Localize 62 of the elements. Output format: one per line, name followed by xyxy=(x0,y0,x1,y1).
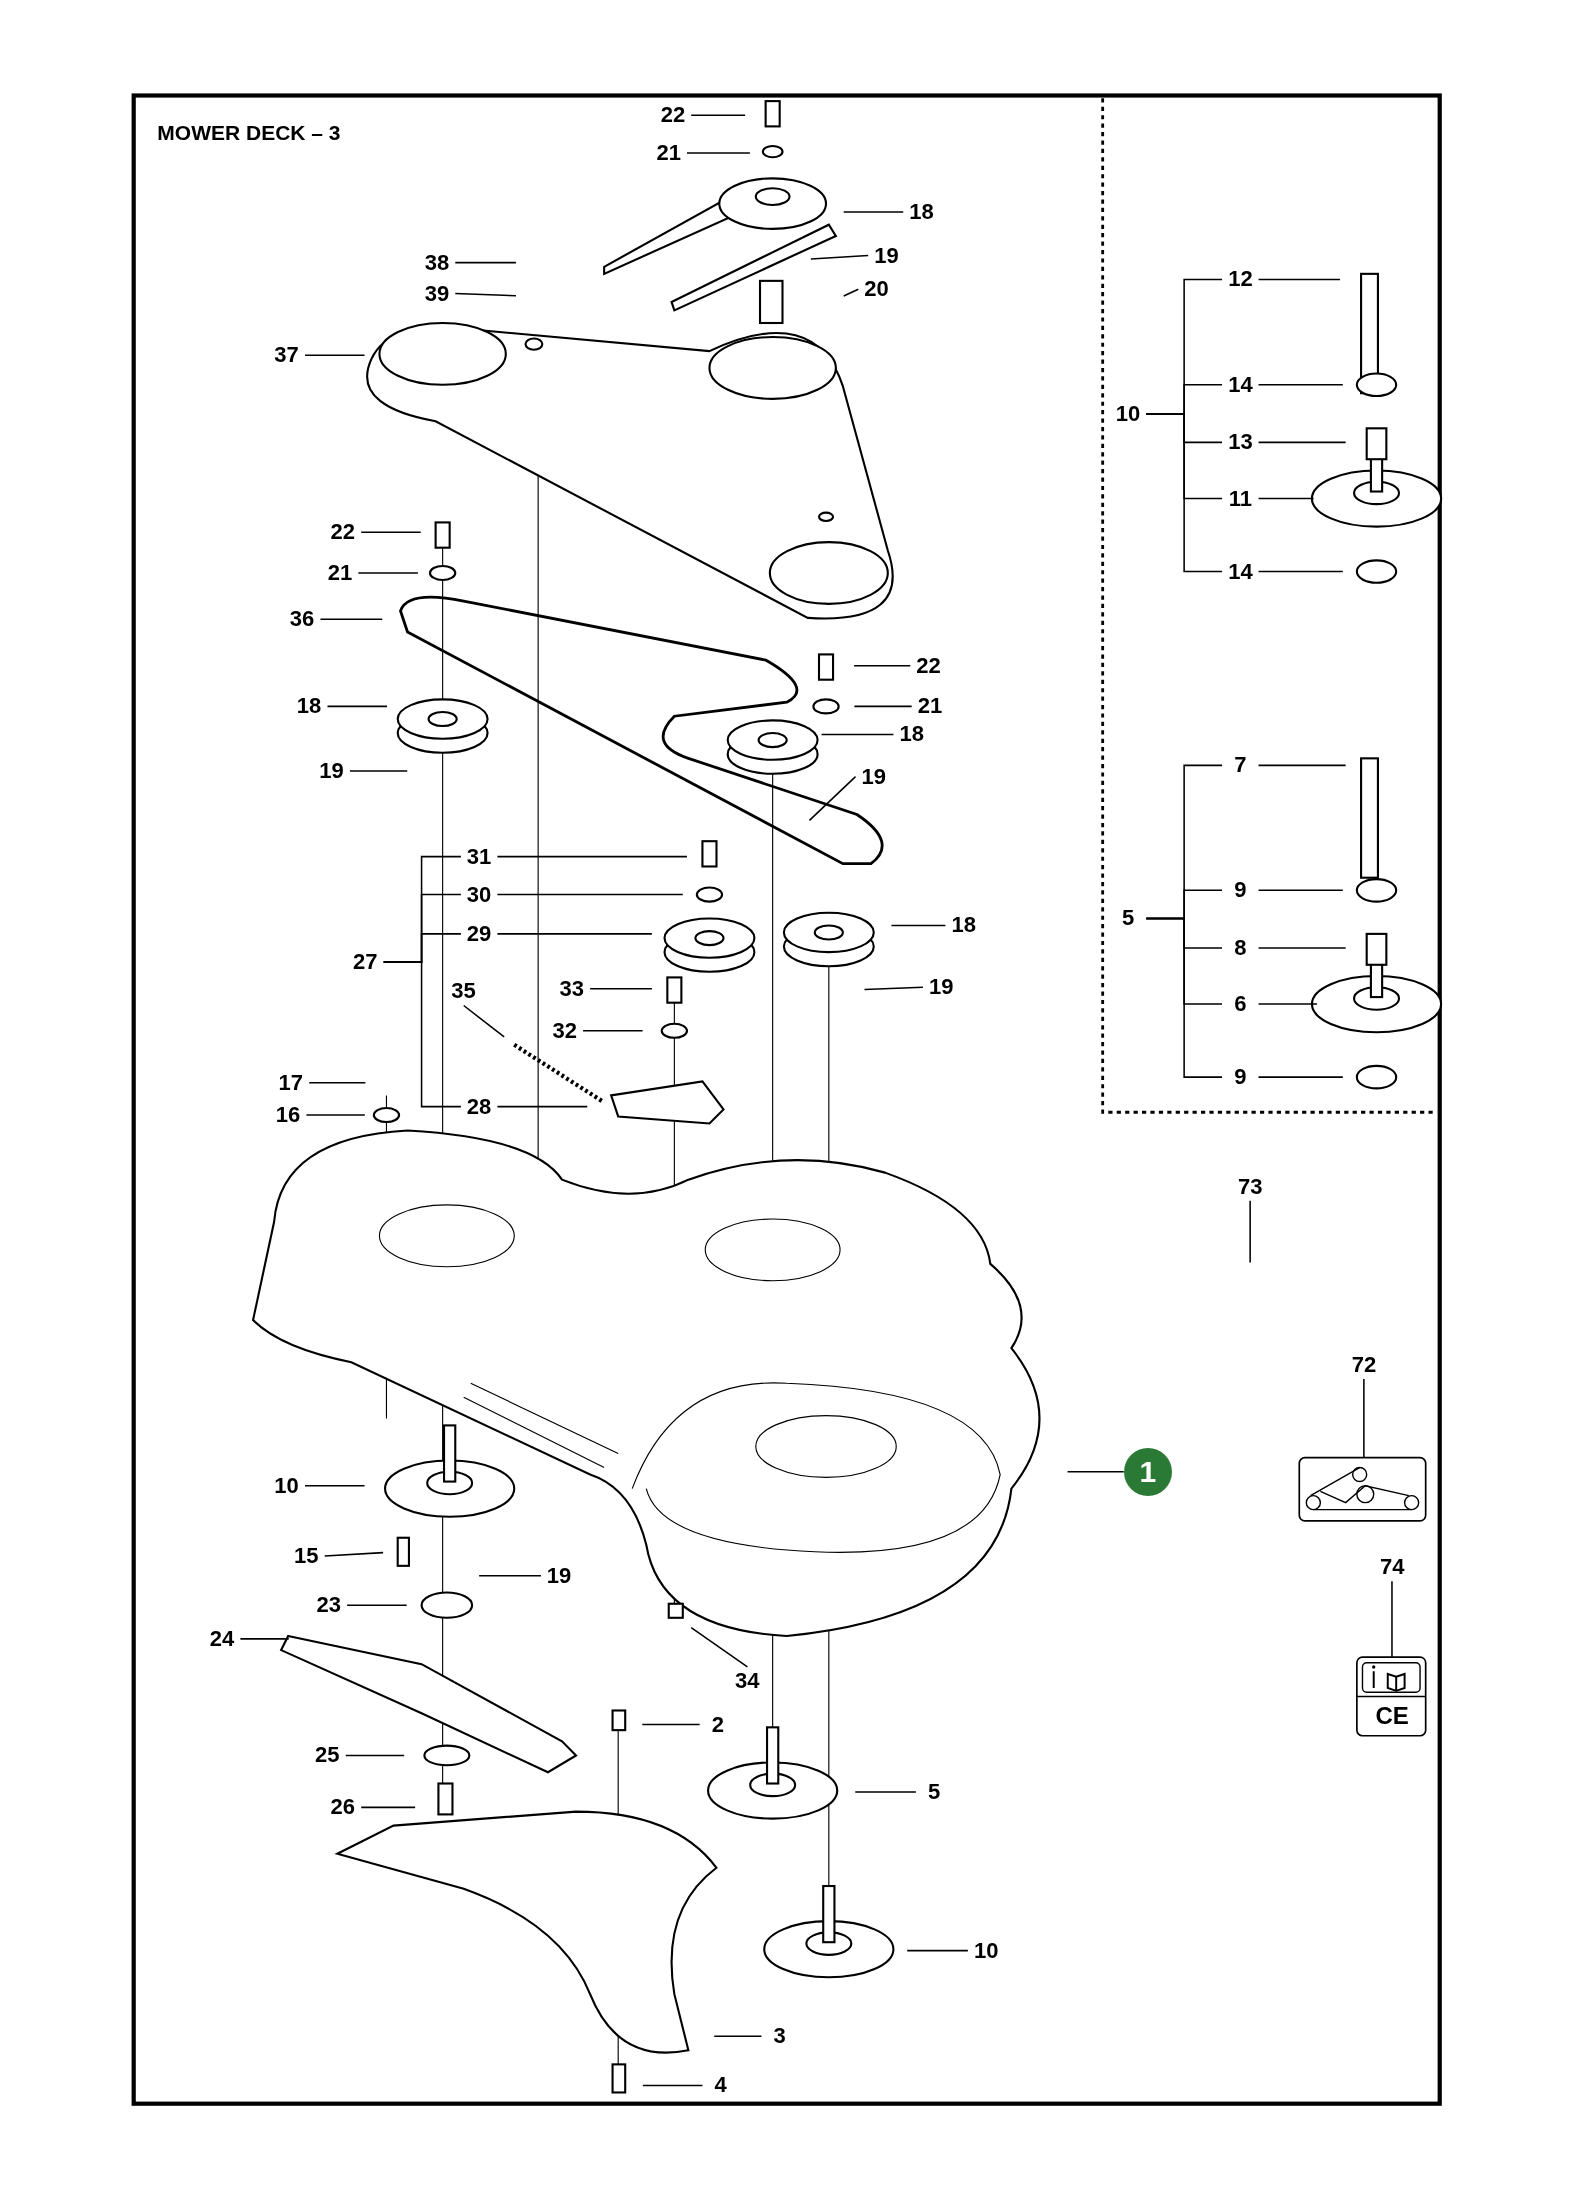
leader-line xyxy=(1257,278,1341,281)
leader-line xyxy=(360,531,422,533)
leader-line xyxy=(853,705,913,708)
leader-line xyxy=(346,1604,408,1606)
leader-line xyxy=(357,572,419,574)
leader-line xyxy=(1257,1003,1318,1005)
leader-line xyxy=(842,288,860,297)
leader-line xyxy=(642,2084,704,2087)
leader-line xyxy=(808,775,857,822)
leader-line xyxy=(810,254,869,260)
leader-line xyxy=(1257,1076,1344,1078)
leader-line xyxy=(496,855,688,858)
leader-line xyxy=(496,893,684,896)
leader-line xyxy=(349,770,408,772)
leader-line xyxy=(478,1574,542,1577)
leader-line xyxy=(863,986,924,991)
leader-line xyxy=(304,1485,366,1487)
leader-line xyxy=(1257,497,1315,500)
leader-line xyxy=(1257,384,1344,386)
leader-line xyxy=(842,211,905,213)
leader-line xyxy=(1257,441,1347,444)
leader-line xyxy=(1257,570,1344,573)
leader-line xyxy=(319,618,383,621)
leader-line xyxy=(641,1723,701,1726)
leader-line xyxy=(360,1806,416,1809)
info-sticker-drawing xyxy=(1356,1656,1427,1737)
leader-line xyxy=(690,114,746,116)
leader-line xyxy=(326,705,388,708)
leader-line xyxy=(890,924,947,927)
leader-line xyxy=(1066,1470,1125,1473)
leader-line xyxy=(462,1004,505,1038)
leader-line xyxy=(1249,1199,1251,1264)
leader-line xyxy=(496,1105,589,1108)
leader-line xyxy=(853,664,912,667)
leader-line xyxy=(1257,947,1347,949)
leader-line xyxy=(496,933,653,935)
leader-line xyxy=(239,1638,290,1640)
ce-mark: CE xyxy=(1375,1704,1409,1729)
leader-line xyxy=(820,733,895,736)
leader-line xyxy=(344,1754,405,1757)
leader-line xyxy=(382,961,462,1108)
leader-line xyxy=(1257,889,1344,892)
leader-line xyxy=(305,1114,366,1116)
leader-line xyxy=(1145,917,1223,1078)
leader-line xyxy=(686,152,751,154)
leader-line xyxy=(304,354,366,357)
leader-line xyxy=(582,1030,644,1032)
leader-line xyxy=(323,1551,384,1557)
leader-line xyxy=(1145,413,1223,573)
leader-line xyxy=(1363,1378,1365,1459)
leader-line xyxy=(308,1081,367,1084)
diagram-title: MOWER DECK – 3 xyxy=(157,119,341,146)
leader-line xyxy=(454,261,517,264)
leader-line xyxy=(713,2035,763,2038)
leader-line xyxy=(854,1791,917,1793)
leader-line xyxy=(589,987,653,990)
leader-line xyxy=(1257,764,1347,767)
belt-routing-decal-drawing xyxy=(1298,1456,1427,1522)
leader-line xyxy=(454,292,517,297)
leader-line xyxy=(1391,1580,1393,1658)
leader-line xyxy=(690,1626,749,1668)
leader-line xyxy=(906,1949,969,1952)
